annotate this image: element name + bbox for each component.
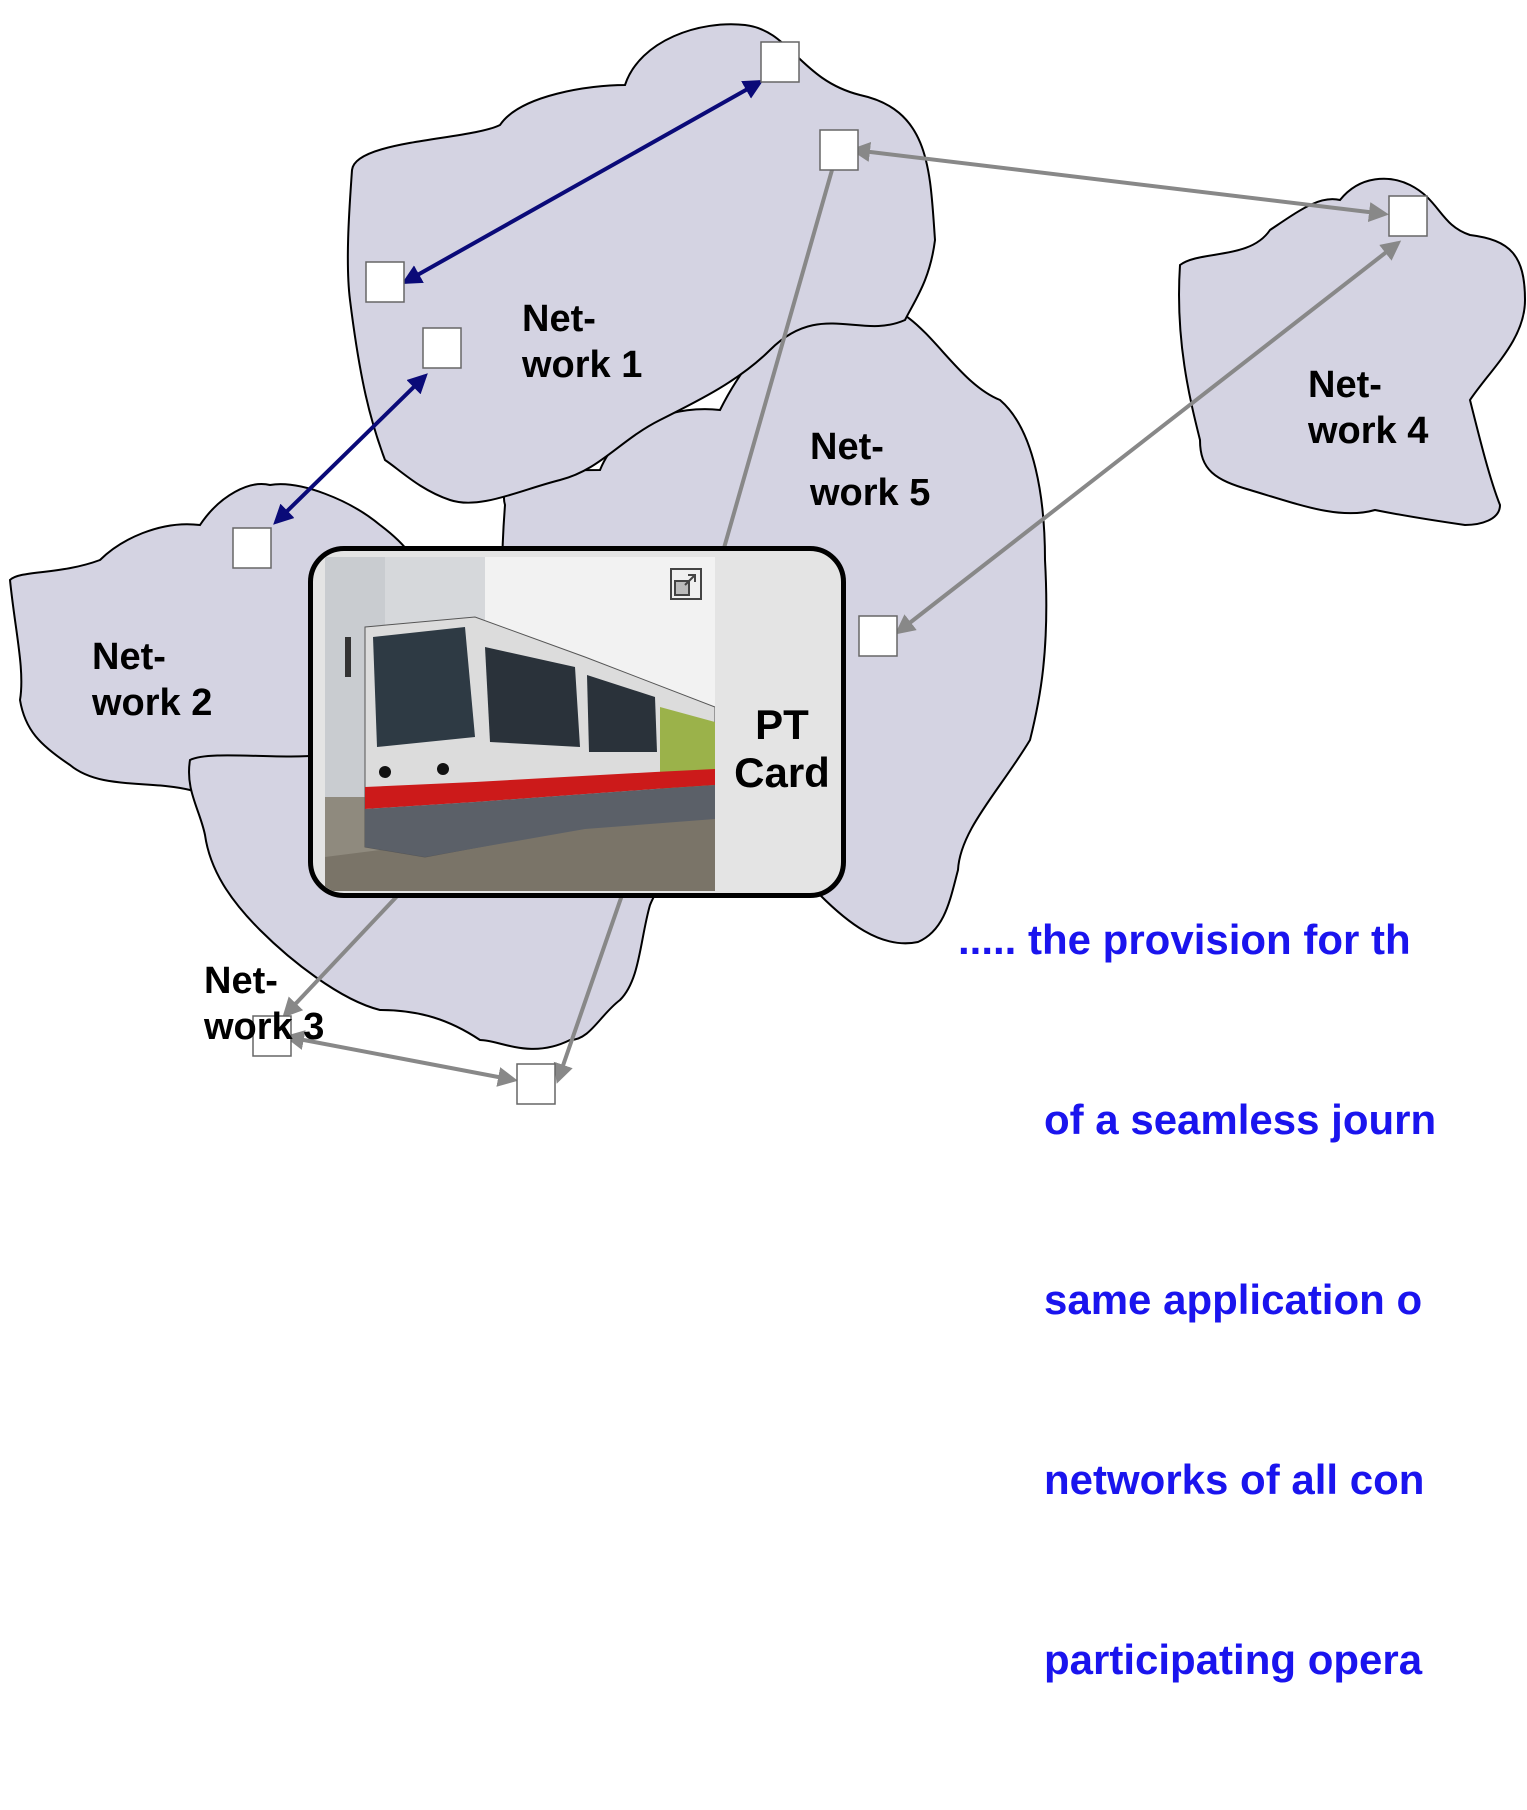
pt-card-label: PT Card xyxy=(723,701,841,797)
network-2-label-line1: Net- xyxy=(92,636,166,678)
node-n3-bottom xyxy=(516,1063,556,1105)
network-4-cloud xyxy=(1178,177,1527,527)
node-n1-lower xyxy=(422,327,462,369)
node-n3-left xyxy=(252,1015,292,1057)
pt-card-label-line2: Card xyxy=(734,749,830,796)
caption-line-1: ..... the provision for th xyxy=(958,916,1411,963)
network-1-label-line1: Net- xyxy=(522,298,596,340)
node-n4 xyxy=(1388,195,1428,237)
arrow-line-to-n3-bottom xyxy=(553,871,632,1084)
tram-photo xyxy=(325,557,715,891)
line-n1-to-n3 xyxy=(722,169,834,549)
expand-icon xyxy=(670,568,702,600)
caption-line-4: networks of all con xyxy=(1044,1456,1425,1503)
arrow-n1-to-n4 xyxy=(850,141,1389,223)
network-2-label: Net- work 2 xyxy=(92,634,212,726)
network-1-label: Net- work 1 xyxy=(522,296,642,388)
arrow-n4-to-n5 xyxy=(894,240,1402,635)
network-3-label-line1: Net- xyxy=(204,960,278,1002)
network-4-label-line1: Net- xyxy=(1308,364,1382,406)
network-5-label: Net- work 5 xyxy=(810,424,930,516)
network-3-label-line2: work 3 xyxy=(204,1006,325,1048)
network-2-label-line2: work 2 xyxy=(92,682,213,724)
network-4-label-line2: work 4 xyxy=(1308,410,1429,452)
caption-line-3: same application o xyxy=(1044,1276,1423,1323)
pt-card-label-line1: PT xyxy=(755,701,809,748)
network-1-label-line2: work 1 xyxy=(522,344,643,386)
node-n5 xyxy=(858,615,898,657)
network-4-label: Net- work 4 xyxy=(1308,362,1428,454)
node-n1-left xyxy=(365,261,405,303)
node-n2 xyxy=(232,527,272,569)
caption-line-5: participating opera xyxy=(1044,1636,1423,1683)
network-5-label-line2: work 5 xyxy=(810,472,931,514)
node-n1-top xyxy=(760,41,800,83)
caption-text: ..... the provision for th of a seamless… xyxy=(958,790,1436,1810)
arrow-n1-to-n2 xyxy=(273,373,428,525)
pt-card: PT Card xyxy=(308,546,846,898)
node-n1-right xyxy=(819,129,859,171)
network-3-label: Net- work 3 xyxy=(204,958,324,1050)
arrow-n3-left-to-n3-bottom xyxy=(284,1030,518,1087)
network-5-label-line1: Net- xyxy=(810,426,884,468)
arrow-n1-top-to-n1-left xyxy=(401,80,764,284)
caption-line-2: of a seamless journ xyxy=(1044,1096,1437,1143)
network-diagram: Net- work 1 Net- work 2 Net- work 3 Net-… xyxy=(8,23,1527,1683)
